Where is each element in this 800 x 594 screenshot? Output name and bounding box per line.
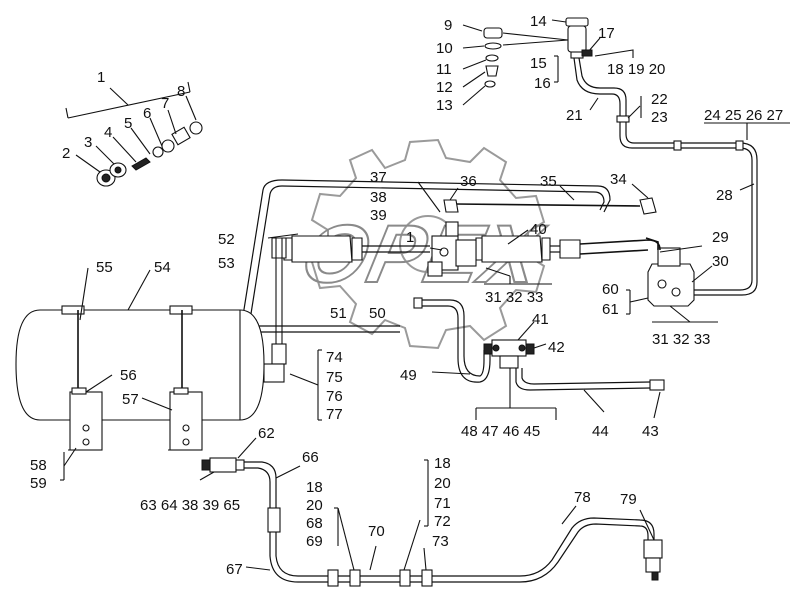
callout-13: 13	[436, 97, 453, 114]
callout-31-32-33-center: 31 32 33	[485, 289, 543, 306]
callout-57: 57	[122, 391, 139, 408]
air-filter-group	[551, 17, 790, 296]
bottom-line-group	[199, 437, 663, 587]
callout-62: 62	[258, 425, 275, 442]
callout-24-25-26-27: 24 25 26 27	[704, 107, 783, 124]
callout-7: 7	[161, 95, 169, 112]
callout-6: 6	[143, 105, 151, 122]
callout-50: 50	[369, 305, 386, 322]
callout-53: 53	[218, 255, 235, 272]
callout-23: 23	[651, 109, 668, 126]
callout-8: 8	[177, 83, 185, 100]
callout-55: 55	[96, 259, 113, 276]
callout-37: 37	[370, 169, 387, 186]
callout-58: 58	[30, 457, 47, 474]
callout-43: 43	[642, 423, 659, 440]
callout-74: 74	[326, 349, 343, 366]
central-assembly	[241, 179, 665, 421]
callout-4: 4	[104, 124, 112, 141]
callout-21: 21	[566, 107, 583, 124]
watermark-gear	[310, 138, 546, 350]
callout-54: 54	[154, 259, 171, 276]
callout-12: 12	[436, 79, 453, 96]
callout-70: 70	[368, 523, 385, 540]
callout-18-19-20: 18 19 20	[607, 61, 665, 78]
callout-77: 77	[326, 406, 343, 423]
callout-56: 56	[120, 367, 137, 384]
callout-10: 10	[436, 40, 453, 57]
callout-71: 71	[434, 495, 451, 512]
callout-79: 79	[620, 491, 637, 508]
callout-16: 16	[534, 75, 551, 92]
callout-31-32-33-right: 31 32 33	[652, 331, 710, 348]
callout-29: 29	[712, 229, 729, 246]
callout-17: 17	[598, 25, 615, 42]
callout-22: 22	[651, 91, 668, 108]
callout-14: 14	[530, 13, 547, 30]
callout-49: 49	[400, 367, 417, 384]
callout-35: 35	[540, 173, 557, 190]
callout-5: 5	[124, 115, 132, 132]
callout-36: 36	[460, 173, 477, 190]
callout-1b: 1	[406, 229, 414, 246]
callout-34: 34	[610, 171, 627, 188]
callout-18b: 18	[434, 455, 451, 472]
callout-52: 52	[218, 231, 235, 248]
callout-69: 69	[306, 533, 323, 550]
callout-63-64-38-39-65: 63 64 38 39 65	[140, 497, 240, 514]
callout-40: 40	[530, 221, 547, 238]
callout-41: 41	[532, 311, 549, 328]
callout-67: 67	[226, 561, 243, 578]
callout-28: 28	[716, 187, 733, 204]
callout-51: 51	[330, 305, 347, 322]
callout-48-47-46-45: 48 47 46 45	[461, 423, 540, 440]
callout-78: 78	[574, 489, 591, 506]
callout-73: 73	[432, 533, 449, 550]
callout-44: 44	[592, 423, 609, 440]
callout-68: 68	[306, 515, 323, 532]
callout-15: 15	[530, 55, 547, 72]
callout-38: 38	[370, 189, 387, 206]
callout-75: 75	[326, 369, 343, 386]
callout-11: 11	[436, 61, 452, 78]
callout-9: 9	[444, 17, 452, 34]
valve-parts-group	[65, 81, 203, 187]
callout-20a: 20	[306, 497, 323, 514]
callout-3: 3	[84, 134, 92, 151]
callout-2: 2	[62, 145, 70, 162]
callout-39: 39	[370, 207, 387, 224]
callout-20b: 20	[434, 475, 451, 492]
callout-59: 59	[30, 475, 47, 492]
callout-30: 30	[712, 253, 729, 270]
callout-1: 1	[97, 69, 105, 86]
callout-72: 72	[434, 513, 451, 530]
callout-66: 66	[302, 449, 319, 466]
callout-42: 42	[548, 339, 565, 356]
filter-parts-group	[462, 24, 569, 106]
callout-labels: 1 2 3 4 5 6 7 8 9 10 11 12 13 14 15 16 1…	[30, 13, 783, 578]
callout-18a: 18	[306, 479, 323, 496]
callout-60: 60	[602, 281, 619, 298]
air-tank	[15, 267, 265, 481]
valve-parts-icon	[96, 121, 203, 187]
governor-group	[626, 237, 718, 323]
callout-76: 76	[326, 388, 343, 405]
callout-61: 61	[602, 301, 619, 318]
